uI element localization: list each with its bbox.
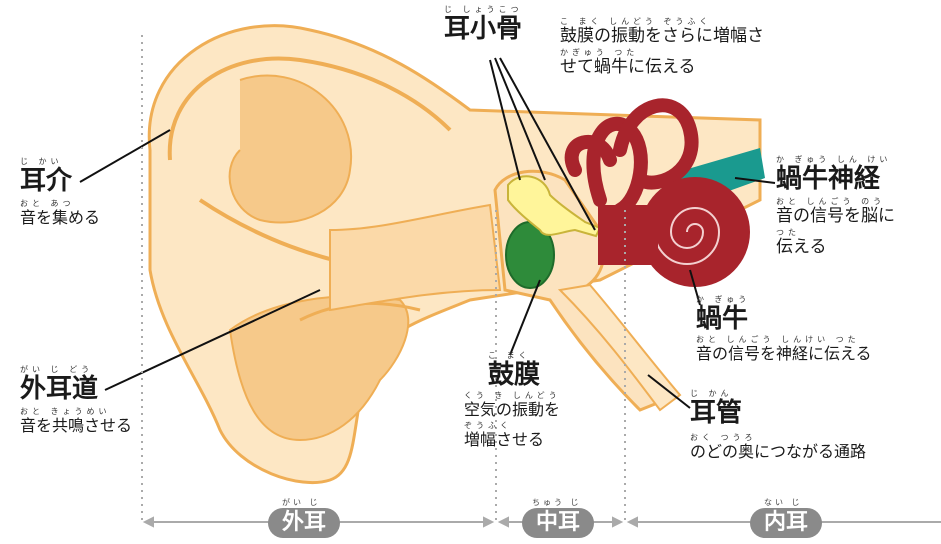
eardrum-ruby: こ まく bbox=[464, 352, 561, 360]
label-eustachian: じ かん 耳管 おく つうろ のどの奥につながる通路 bbox=[690, 390, 866, 460]
auricle-title: 耳介 bbox=[20, 166, 72, 196]
ear-canal-ruby: がい じ どう bbox=[20, 366, 132, 374]
eardrum-desc1: 空気の振動を bbox=[464, 402, 561, 418]
eustachian-desc-ruby: おく つうろ bbox=[690, 434, 866, 442]
ossicles-desc-ruby2: かぎゅう つた bbox=[560, 49, 764, 57]
cochlea-ruby: か ぎゅう bbox=[696, 296, 872, 304]
ossicles-title: 耳小骨 bbox=[444, 14, 522, 44]
auricle-ruby: じ かい bbox=[20, 158, 100, 166]
cochlear-nerve-title: 蝸牛神経 bbox=[776, 164, 880, 194]
label-ossicles: じ しょうこつ 耳小骨 bbox=[444, 6, 523, 42]
label-eardrum: こ まく 鼓膜 くう き しんどう 空気の振動を ぞうふく 増幅させる bbox=[464, 352, 561, 448]
label-ossicles-desc: こ まく しんどう ぞうふく 鼓膜の振動をさらに増幅さ かぎゅう つた せて蝸牛… bbox=[560, 18, 764, 76]
section-inner-ear: 内耳 bbox=[750, 508, 822, 538]
ear-canal-desc-ruby: おと きょうめい bbox=[20, 408, 132, 416]
ossicles-desc-line2: せて蝸牛に伝える bbox=[560, 59, 764, 76]
section-outer-ear: 外耳 bbox=[268, 508, 340, 538]
eardrum-desc-ruby1: くう き しんどう bbox=[464, 392, 561, 400]
ossicles-desc-line1: 鼓膜の振動をさらに増幅さ bbox=[560, 28, 764, 45]
label-ear-canal: がい じ どう 外耳道 おと きょうめい 音を共鳴させる bbox=[20, 366, 132, 434]
ossicles-ruby: じ しょうこつ bbox=[444, 6, 523, 14]
section-outer-ruby: がい じ bbox=[282, 497, 321, 508]
ossicles-desc-ruby: こ まく しんどう ぞうふく bbox=[560, 18, 764, 26]
ear-canal-title: 外耳道 bbox=[20, 374, 98, 404]
label-cochlea: か ぎゅう 蝸牛 おと しんごう しんけい つた 音の信号を神経に伝える bbox=[696, 296, 872, 362]
cochlear-nerve-desc-ruby2: つた bbox=[776, 229, 895, 237]
eardrum-desc2: 増幅させる bbox=[464, 432, 561, 448]
section-middle-ruby: ちゅう じ bbox=[532, 497, 582, 508]
eardrum-title: 鼓膜 bbox=[464, 360, 540, 390]
section-middle-ear: 中耳 bbox=[522, 508, 594, 538]
eardrum-desc-ruby2: ぞうふく bbox=[464, 422, 561, 430]
cochlear-nerve-desc-ruby1: おと しんごう のう bbox=[776, 198, 895, 206]
ear-canal-desc: 音を共鳴させる bbox=[20, 418, 132, 434]
cochlea-title: 蝸牛 bbox=[696, 304, 748, 334]
auricle-desc: 音を集める bbox=[20, 210, 100, 226]
auricle-desc-ruby: おと あつ bbox=[20, 200, 100, 208]
eustachian-title: 耳管 bbox=[690, 398, 742, 428]
cochlear-nerve-ruby: か ぎゅう しん けい bbox=[776, 156, 895, 164]
label-cochlear-nerve: か ぎゅう しん けい 蝸牛神経 おと しんごう のう 音の信号を脳に つた 伝… bbox=[776, 156, 895, 256]
label-auricle: じ かい 耳介 おと あつ 音を集める bbox=[20, 158, 100, 226]
cochlear-nerve-desc1: 音の信号を脳に bbox=[776, 208, 895, 225]
cochlear-nerve-desc2: 伝える bbox=[776, 239, 895, 256]
section-inner-ruby: ない じ bbox=[764, 497, 803, 508]
eustachian-ruby: じ かん bbox=[690, 390, 866, 398]
cochlea-desc: 音の信号を神経に伝える bbox=[696, 346, 872, 362]
cochlea-desc-ruby: おと しんごう しんけい つた bbox=[696, 336, 872, 344]
eustachian-desc: のどの奥につながる通路 bbox=[690, 444, 866, 460]
